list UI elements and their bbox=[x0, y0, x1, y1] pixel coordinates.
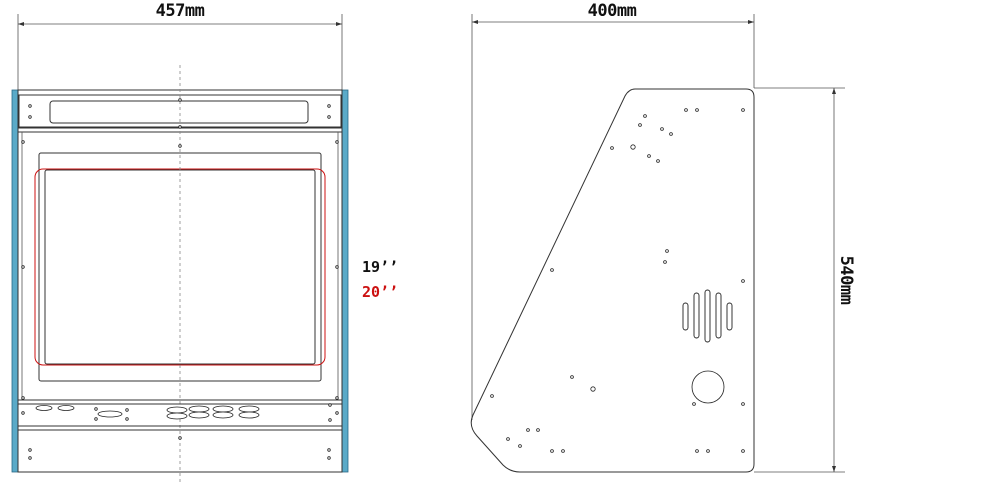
front-width-dimension bbox=[17, 14, 343, 92]
right-side-panel bbox=[341, 89, 349, 473]
screen-size-20-label: 20’’ bbox=[362, 283, 398, 301]
side-height-label: 540mm bbox=[836, 256, 856, 305]
front-view: 457mm bbox=[11, 1, 349, 485]
front-width-label: 457mm bbox=[156, 1, 205, 21]
coin-door-hole bbox=[691, 370, 725, 404]
control-panel bbox=[17, 399, 343, 427]
side-width-label: 400mm bbox=[588, 1, 637, 21]
screen-size-19-label: 19’’ bbox=[362, 258, 398, 276]
marquee-slot bbox=[49, 100, 309, 124]
speaker-grille bbox=[682, 289, 733, 343]
side-height-dimension bbox=[754, 87, 845, 473]
side-view: 400mm 540mm bbox=[470, 1, 856, 473]
left-side-panel bbox=[11, 89, 19, 473]
side-panel-outline bbox=[470, 88, 755, 473]
monitor-19-outline bbox=[38, 152, 322, 382]
side-width-dimension bbox=[471, 14, 755, 420]
